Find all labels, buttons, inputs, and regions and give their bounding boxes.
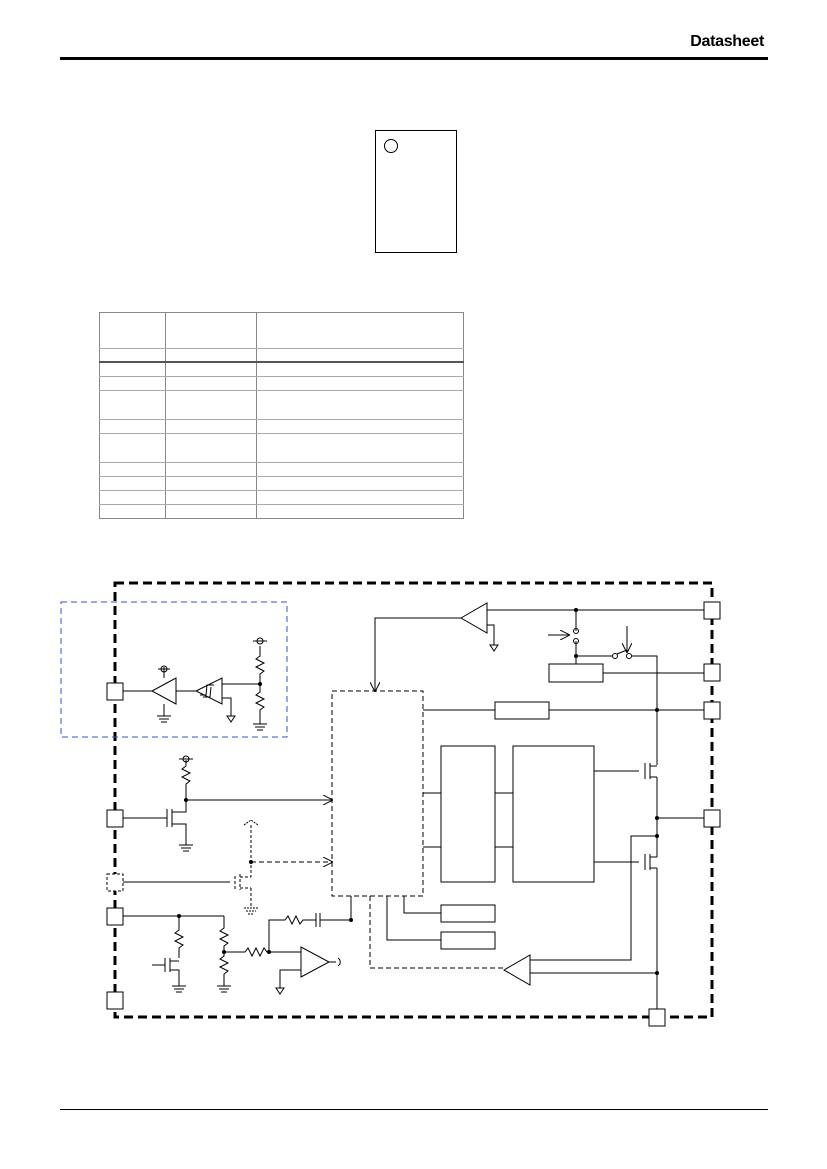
- table-cell: [165, 433, 257, 463]
- comparator-bottom: [502, 954, 531, 986]
- ground-symbol: [253, 723, 267, 731]
- pin-left-5: [106, 991, 124, 1010]
- error-amplifier: [300, 946, 331, 978]
- switch-contact-3: [612, 653, 618, 659]
- pin1-dot: [384, 139, 398, 153]
- table-header-cell: [256, 312, 464, 349]
- table-row: [99, 348, 464, 363]
- table-row: [99, 476, 464, 491]
- pin-left-2: [106, 809, 124, 828]
- gate-driver-block: [512, 745, 595, 883]
- ground-symbol: [217, 985, 231, 993]
- table-cell: [256, 362, 464, 377]
- bootstrap-control-block: [548, 663, 604, 683]
- table-row: [99, 462, 464, 477]
- ic-boundary: [113, 581, 714, 1019]
- table-row: [99, 376, 464, 391]
- pin-right-3: [703, 701, 721, 720]
- table-cell: [99, 390, 166, 420]
- table-cell: [256, 348, 464, 363]
- table-row: [99, 504, 464, 519]
- soft-start-block: [440, 931, 496, 950]
- footer-rule: [60, 1109, 768, 1110]
- control-logic-block: [331, 690, 424, 897]
- table-header-cell: [165, 312, 257, 349]
- pin-right-1: [703, 601, 721, 620]
- package-outline: [375, 130, 457, 253]
- pre-driver-block: [440, 745, 496, 883]
- header-rule: [60, 57, 768, 60]
- table-row: [99, 433, 464, 463]
- switch-contact-1: [573, 628, 579, 634]
- table-row: [99, 390, 464, 420]
- pin-left-1: [106, 682, 124, 701]
- ground-symbol: [244, 907, 258, 915]
- table-cell: [256, 419, 464, 434]
- table-cell: [256, 433, 464, 463]
- table-cell: [256, 376, 464, 391]
- switch-contact-4: [626, 653, 632, 659]
- table-row: [99, 490, 464, 505]
- pin-left-3: [106, 873, 124, 892]
- table-cell: [99, 433, 166, 463]
- ground-symbol: [157, 715, 171, 723]
- ground-symbol: [172, 985, 186, 993]
- pin-left-4: [106, 907, 124, 926]
- table-header-row: [99, 312, 464, 349]
- comparator-top: [459, 602, 488, 634]
- pin-right-4: [703, 809, 721, 828]
- table-row: [99, 419, 464, 434]
- switch-contact-2: [573, 638, 579, 644]
- table-cell: [256, 504, 464, 519]
- schmitt-symbol: [200, 684, 214, 698]
- table-row: [99, 362, 464, 377]
- ground-symbol: [179, 844, 193, 852]
- table-cell: [256, 490, 464, 505]
- pin-description-table: [99, 312, 464, 519]
- pin-bottom-1: [648, 1008, 666, 1027]
- table-cell: [256, 390, 464, 420]
- external-circuit-boundary: [60, 601, 288, 738]
- pins: [106, 601, 721, 1027]
- schmitt-buffer: [194, 677, 223, 705]
- regulator-block: [494, 701, 550, 720]
- page-header-title: Datasheet: [690, 33, 764, 50]
- input-buffer: [150, 677, 177, 705]
- pin-right-2: [703, 663, 721, 682]
- oscillator-block: [440, 904, 496, 923]
- table-cell: [256, 476, 464, 491]
- table-cell: [256, 462, 464, 477]
